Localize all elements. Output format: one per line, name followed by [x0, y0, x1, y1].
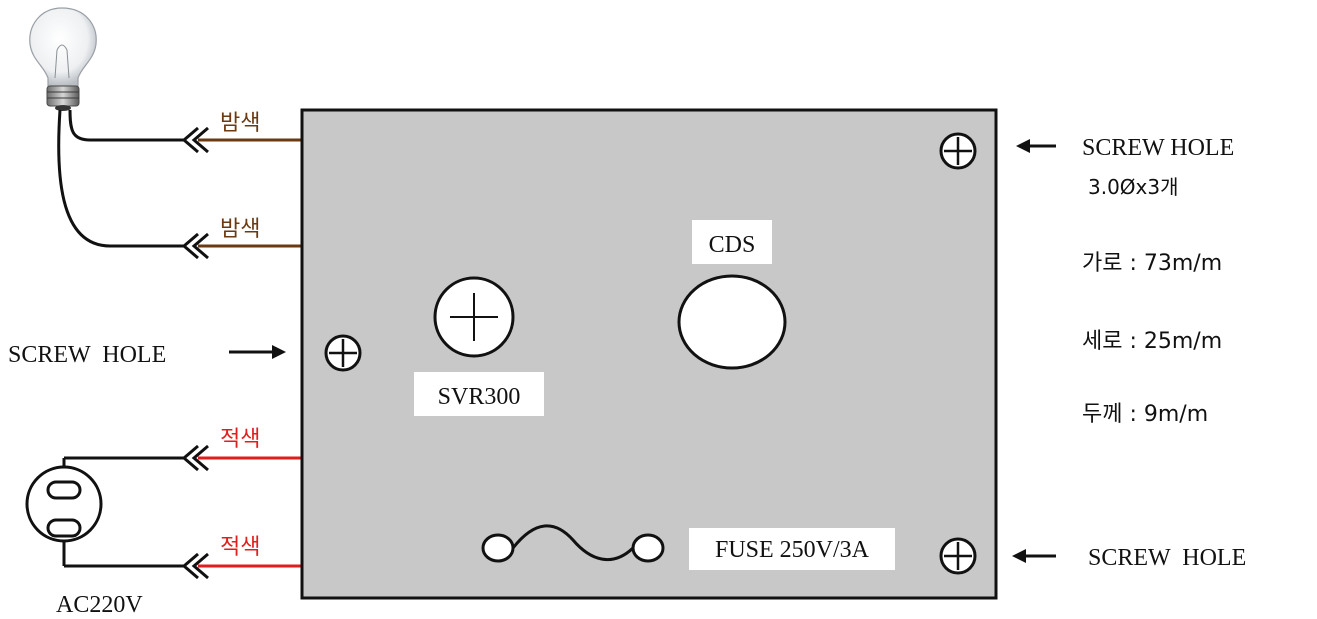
- bulb-wire-1: [68, 109, 185, 142]
- screw-hole-icon: [324, 334, 362, 372]
- red-wire-label: 적색: [220, 427, 260, 452]
- ac-voltage-label: AC220V: [56, 592, 143, 618]
- screw-hole-spec: 3.0Øx3개: [1088, 175, 1179, 199]
- brown-wire-label: 밤색: [220, 111, 260, 136]
- fuse-icon: [481, 524, 665, 563]
- fuse-label-bg: [689, 528, 895, 570]
- screw-hole-icon: [939, 537, 977, 575]
- width-dimension: 가로 : 73m/m: [1082, 251, 1222, 276]
- thickness-dimension: 두께 : 9m/m: [1082, 402, 1208, 427]
- height-dimension: 세로 : 25m/m: [1082, 329, 1222, 354]
- light-bulb-icon: [29, 7, 97, 111]
- screw-hole-label: SCREW HOLE: [8, 342, 166, 368]
- fuse-label: FUSE 250V/3A: [715, 537, 870, 563]
- cds-label: CDS: [709, 232, 756, 258]
- svr-label-bg: [414, 372, 544, 416]
- cds-label-bg: [692, 220, 772, 264]
- arrow-left-icon: [1016, 139, 1056, 153]
- svr300-label: SVR300: [438, 384, 521, 410]
- screw-hole-icon: [939, 132, 977, 170]
- arrow-right-icon: [229, 345, 286, 359]
- screw-hole-label: SCREW HOLE: [1082, 135, 1234, 161]
- pcb-board: [300, 108, 998, 600]
- brown-wire-label: 밤색: [220, 217, 260, 242]
- bulb-wire-2: [57, 109, 185, 248]
- cds-sensor-icon: [677, 274, 787, 370]
- svr300-potentiometer-icon: [433, 276, 515, 358]
- arrow-left-icon: [1012, 549, 1056, 563]
- ac-outlet-icon: [25, 458, 103, 566]
- screw-hole-label: SCREW HOLE: [1088, 545, 1246, 571]
- red-wire-label: 적색: [220, 535, 260, 560]
